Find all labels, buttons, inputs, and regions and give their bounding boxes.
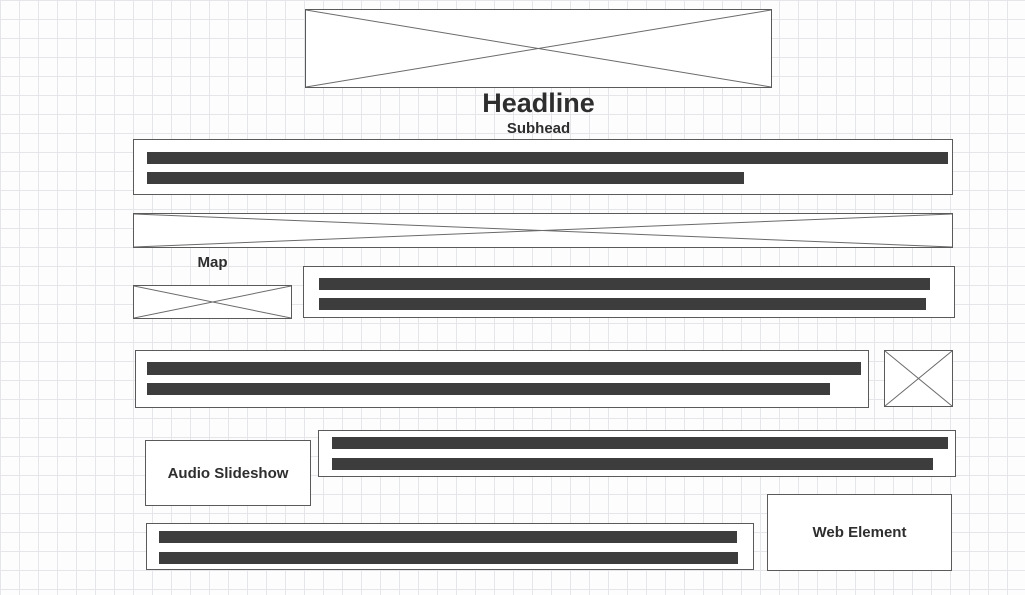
- headline-text: Headline: [482, 88, 595, 118]
- text-block-3[interactable]: [135, 350, 869, 408]
- text-block-5[interactable]: [146, 523, 754, 570]
- subhead-text: Subhead: [506, 120, 571, 137]
- thumbnail-image-placeholder[interactable]: [884, 350, 953, 407]
- text-block-4[interactable]: [318, 430, 956, 477]
- web-element-label: Web Element: [812, 524, 907, 541]
- image-cross-icon: [306, 10, 771, 87]
- audio-slideshow-widget[interactable]: Audio Slideshow: [145, 440, 311, 506]
- map-image-placeholder[interactable]: [133, 285, 292, 319]
- audio-slideshow-label: Audio Slideshow: [167, 464, 289, 482]
- text-line: [147, 362, 861, 375]
- text-line: [147, 383, 830, 395]
- text-line: [319, 298, 926, 310]
- image-cross-icon: [885, 351, 952, 406]
- text-line: [147, 152, 948, 164]
- text-line: [332, 458, 933, 470]
- web-element-widget[interactable]: Web Element: [767, 494, 952, 571]
- image-cross-icon: [134, 286, 291, 318]
- image-cross-icon: [134, 214, 952, 247]
- text-line: [159, 531, 737, 543]
- hero-image-placeholder[interactable]: [305, 9, 772, 88]
- text-line: [332, 437, 948, 449]
- banner-image-placeholder[interactable]: [133, 213, 953, 248]
- map-label: Map: [197, 254, 228, 271]
- text-block-2[interactable]: [303, 266, 955, 318]
- text-block-1[interactable]: [133, 139, 953, 195]
- text-line: [159, 552, 738, 564]
- text-line: [319, 278, 930, 290]
- text-line: [147, 172, 744, 184]
